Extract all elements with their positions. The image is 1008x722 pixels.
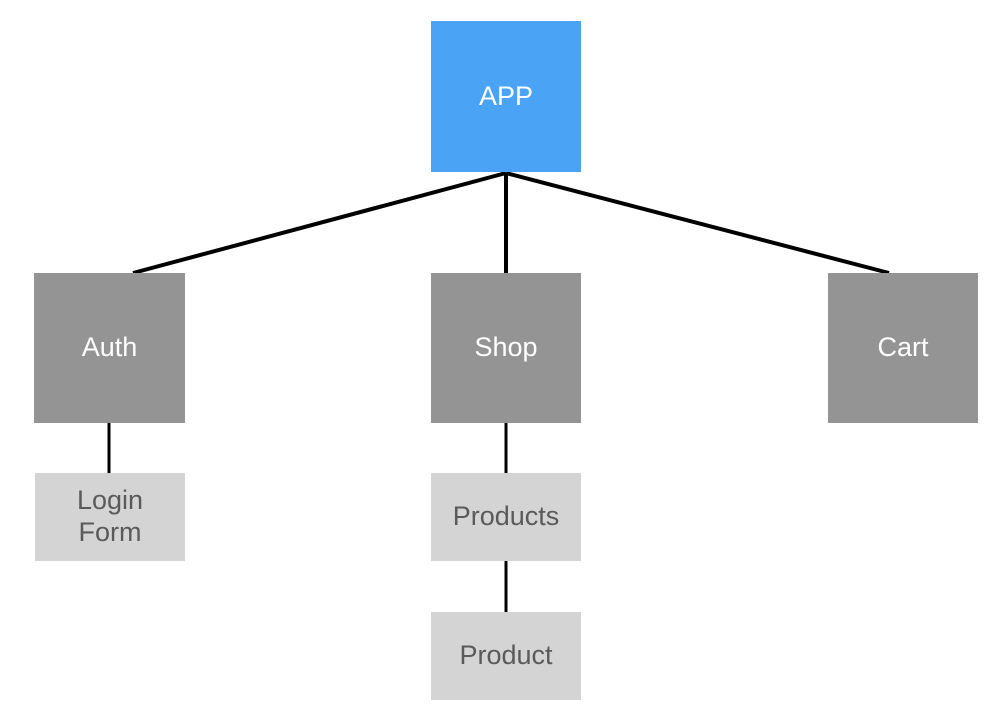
node-shop[interactable]: Shop bbox=[431, 273, 581, 423]
node-products[interactable]: Products bbox=[431, 473, 581, 561]
node-login-form[interactable]: Login Form bbox=[35, 473, 185, 561]
node-cart[interactable]: Cart bbox=[828, 273, 978, 423]
node-products-label: Products bbox=[452, 501, 560, 532]
edge-app-auth bbox=[132, 171, 507, 275]
node-app[interactable]: APP bbox=[431, 21, 581, 172]
node-shop-label: Shop bbox=[474, 332, 538, 363]
node-app-label: APP bbox=[478, 80, 534, 111]
node-cart-label: Cart bbox=[877, 332, 929, 363]
node-auth-label: Auth bbox=[81, 332, 138, 363]
node-product[interactable]: Product bbox=[431, 612, 581, 700]
node-auth[interactable]: Auth bbox=[34, 273, 185, 423]
node-login-form-label: Login Form bbox=[76, 485, 144, 547]
node-product-label: Product bbox=[459, 640, 553, 671]
edge-app-cart bbox=[505, 171, 890, 275]
